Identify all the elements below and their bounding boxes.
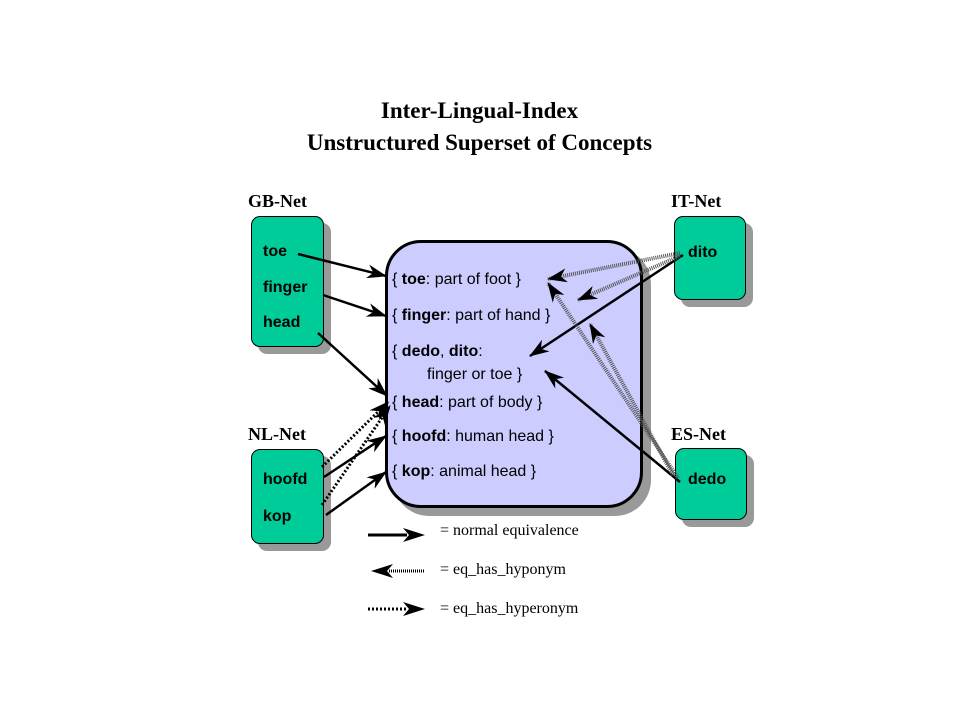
concept-head-word: head	[401, 394, 440, 411]
concept-brace: {	[392, 343, 402, 360]
gb-word-finger: finger	[263, 279, 308, 296]
arrow-line	[547, 251, 681, 283]
concept-dedo-dito-gloss: finger or toe }	[427, 366, 523, 383]
gb-net-label: GB-Net	[248, 191, 307, 211]
arrow-line	[317, 332, 388, 397]
it-word-dito: dito	[688, 244, 718, 261]
relation-arrow-hoofd-normal-equivalence	[323, 434, 387, 479]
legend-label-hyponym: = eq_has_hyponym	[440, 561, 566, 578]
concept-separator: ,	[440, 343, 449, 360]
es-net-box	[675, 448, 747, 520]
relation-arrow-dedo-normal-equivalence	[544, 370, 681, 483]
es-net-label: ES-Net	[671, 424, 726, 444]
concept-dedo-dito: { dedo, dito:	[392, 343, 483, 361]
concept-gloss: : part of hand }	[446, 307, 551, 324]
arrow-line	[529, 253, 684, 358]
concept-gloss: : animal head }	[430, 463, 537, 480]
legend-hyponym-arrow	[371, 564, 425, 578]
concept-gloss: :	[478, 343, 483, 360]
concept-kop: { kop: animal head }	[392, 463, 536, 481]
relation-arrow-toe-normal-equivalence	[297, 252, 387, 279]
ili-box	[385, 240, 643, 508]
arrow-line	[588, 323, 675, 476]
arrow-line	[323, 434, 387, 479]
gb-word-head: head	[263, 314, 301, 331]
relation-arrow-kop-eq_has_hyperonym	[320, 405, 392, 506]
legend-normal-arrow	[368, 528, 425, 542]
legend-label-normal: = normal equivalence	[440, 522, 579, 539]
diagram-title-line1: Inter-Lingual-Index	[380, 98, 579, 123]
arrow-line	[297, 252, 387, 279]
concept-brace: {	[392, 394, 402, 411]
relation-arrow-head-normal-equivalence	[317, 332, 388, 397]
es-word-dedo: dedo	[688, 471, 727, 488]
relation-arrow-finger-normal-equivalence	[322, 293, 387, 318]
concept-toe: { toe: part of foot }	[392, 271, 521, 289]
nl-word-hoofd: hoofd	[263, 471, 308, 488]
arrow-line	[577, 254, 681, 302]
nl-word-kop: kop	[263, 508, 292, 525]
it-net-box	[674, 216, 746, 300]
nl-net-label: NL-Net	[248, 424, 306, 444]
concept-finger: { finger: part of hand }	[392, 307, 550, 325]
relation-arrow-dito-normal-equivalence	[529, 253, 684, 358]
concept-brace: {	[392, 307, 402, 324]
arrow-line	[546, 281, 680, 480]
it-net-label: IT-Net	[671, 191, 722, 211]
concept-gloss: : part of foot }	[425, 271, 521, 288]
relation-arrow-dedo-eq_has_hyponym	[546, 281, 680, 480]
concept-head-word-2: dito	[448, 343, 479, 360]
arrow-line	[325, 470, 387, 517]
relation-arrow-dito-eq_has_hyponym	[547, 251, 681, 283]
concept-brace: {	[392, 463, 402, 480]
arrow-line	[322, 293, 387, 318]
relation-arrow-kop-normal-equivalence	[325, 470, 387, 517]
legend-hyperonym-arrow	[368, 602, 425, 616]
concept-brace: {	[392, 271, 402, 288]
gb-net-box	[251, 216, 324, 347]
legend-symbols	[368, 528, 425, 616]
concept-hoofd: { hoofd: human head }	[392, 428, 554, 446]
arrow-line	[320, 405, 392, 506]
concept-head-word: hoofd	[401, 428, 447, 445]
concept-head: { head: part of body }	[392, 394, 542, 412]
arrow-line	[544, 370, 681, 483]
gb-word-toe: toe	[263, 243, 287, 260]
diagram-title-line2: Unstructured Superset of Concepts	[306, 130, 653, 155]
concept-head-word: finger	[401, 307, 447, 324]
concept-gloss: : part of body }	[439, 394, 543, 411]
concept-gloss: : human head }	[446, 428, 554, 445]
concept-head-word: dedo	[401, 343, 441, 360]
relation-arrow-dedo-eq_has_hyponym	[588, 323, 675, 476]
concept-head-word: toe	[401, 271, 426, 288]
relation-arrow-dito-eq_has_hyponym	[577, 254, 681, 302]
concept-head-word: kop	[401, 463, 431, 480]
concept-brace: {	[392, 428, 402, 445]
legend-label-hyperonym: = eq_has_hyperonym	[440, 600, 579, 617]
nl-net-box	[251, 449, 324, 544]
